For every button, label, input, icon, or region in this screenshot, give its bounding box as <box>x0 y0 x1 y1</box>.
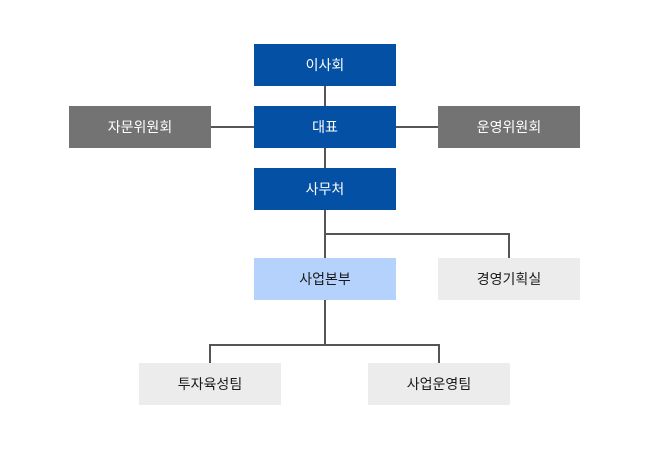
investment-team-node: 투자육성팀 <box>139 363 281 405</box>
investment-team-label: 투자육성팀 <box>177 377 243 393</box>
board-label: 이사회 <box>305 58 345 74</box>
steering-committee-node: 운영위원회 <box>438 106 580 148</box>
secretariat-label: 사무처 <box>305 182 345 198</box>
connector-secretariat-planning <box>325 233 510 258</box>
secretariat-node: 사무처 <box>254 168 396 210</box>
advisory-committee-node: 자문위원회 <box>69 106 211 148</box>
management-planning-label: 경영기획실 <box>476 272 542 288</box>
operations-team-node: 사업운영팀 <box>368 363 510 405</box>
operations-team-label: 사업운영팀 <box>406 377 472 393</box>
business-division-label: 사업본부 <box>299 272 351 288</box>
steering-committee-label: 운영위원회 <box>476 120 542 136</box>
ceo-node: 대표 <box>254 106 396 148</box>
business-division-node: 사업본부 <box>254 258 396 300</box>
board-node: 이사회 <box>254 44 396 86</box>
ceo-label: 대표 <box>312 120 338 136</box>
management-planning-node: 경영기획실 <box>438 258 580 300</box>
advisory-committee-label: 자문위원회 <box>107 120 173 136</box>
connector-teams-bar <box>209 344 440 363</box>
